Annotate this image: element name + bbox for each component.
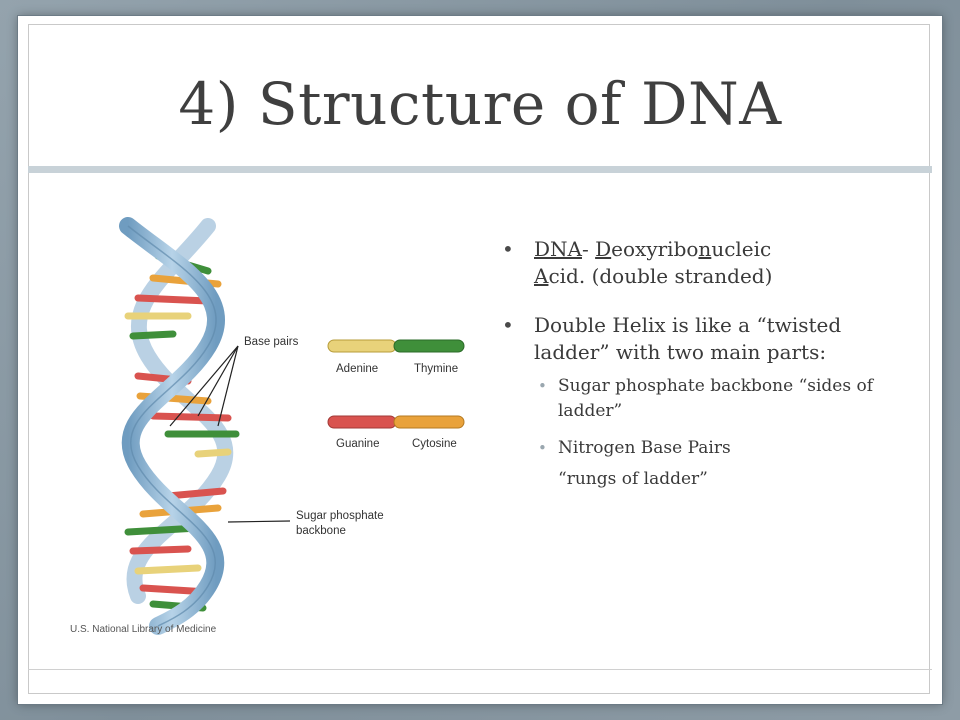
slide-title: 4) Structure of DNA bbox=[178, 70, 782, 138]
dna-dash: - bbox=[581, 237, 596, 261]
image-credit: U.S. National Library of Medicine bbox=[70, 624, 217, 635]
dna-term: DNA bbox=[534, 237, 582, 261]
text-acid: cid. (double stranded) bbox=[548, 264, 773, 288]
text-eoxyribo: eoxyribo bbox=[611, 237, 699, 261]
label-backbone: backbone bbox=[296, 525, 346, 537]
label-adenine: Adenine bbox=[336, 363, 379, 375]
dna-figure: Base pairs Adenine Thymine Guanine Cytos… bbox=[58, 216, 498, 656]
letter-a: A bbox=[534, 264, 549, 288]
adenine-thymine-bar bbox=[327, 339, 465, 353]
label-thymine: Thymine bbox=[414, 363, 459, 375]
dna-helix-illustration bbox=[119, 217, 465, 635]
label-base-pairs: Base pairs bbox=[244, 336, 299, 348]
double-helix-text: Double Helix is like a “twisted ladder” … bbox=[534, 313, 842, 364]
slide: 4) Structure of DNA bbox=[18, 16, 942, 704]
guanine-cytosine-bar bbox=[327, 415, 465, 429]
sub-bullet-base-pairs-continuation: “rungs of ladder” bbox=[558, 469, 708, 489]
sub-bullet-backbone: Sugar phosphate backbone “sides of ladde… bbox=[534, 374, 896, 424]
letter-d: D bbox=[595, 237, 612, 261]
label-cytosine: Cytosine bbox=[412, 438, 457, 450]
letter-n: n bbox=[698, 237, 712, 261]
title-divider bbox=[28, 166, 932, 173]
sub-bullet-base-pairs: Nitrogen Base Pairs bbox=[534, 436, 896, 461]
text-ucleic: ucleic bbox=[711, 237, 772, 261]
slide-inner-border bbox=[28, 24, 930, 694]
sub-bullet-list: Sugar phosphate backbone “sides of ladde… bbox=[534, 374, 896, 461]
bullet-double-helix: Double Helix is like a “twisted ladder” … bbox=[496, 312, 896, 492]
label-guanine: Guanine bbox=[336, 438, 380, 450]
footer-divider bbox=[28, 669, 932, 670]
label-sugar-phosphate: Sugar phosphate bbox=[296, 510, 384, 522]
label-pointer-lines bbox=[169, 345, 291, 523]
